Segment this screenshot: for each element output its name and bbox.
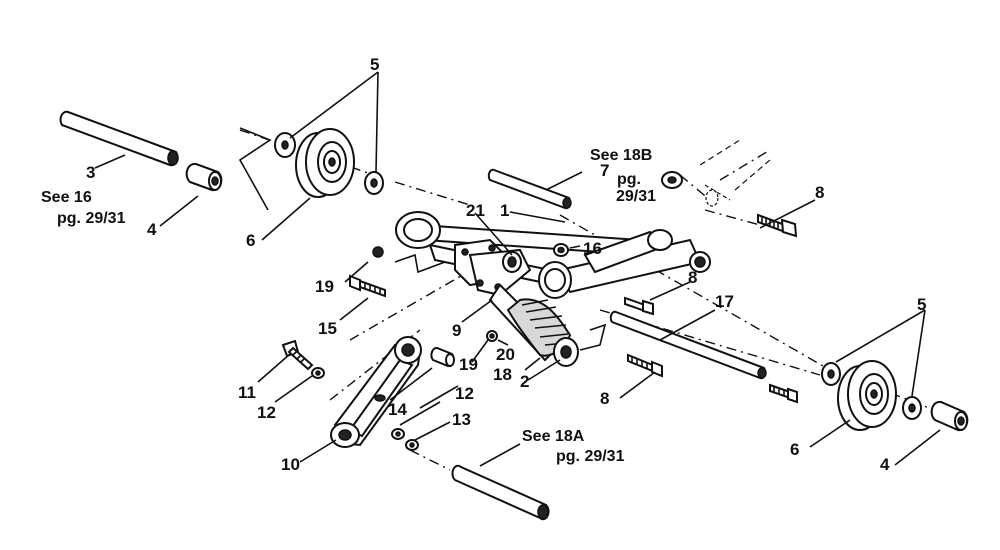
ref-18b-line1: See 18B — [590, 147, 652, 164]
washer-part-5-a — [274, 132, 296, 158]
pivot-part-21 — [502, 251, 522, 273]
wheel-part-6-left — [295, 128, 355, 198]
label-part-7: 7 — [600, 161, 609, 180]
ref-16-line2: pg. 29/31 — [57, 210, 126, 227]
label-part-5-right: 5 — [917, 295, 926, 314]
nut-part-16 — [553, 243, 569, 257]
bracket-lines-right — [579, 323, 607, 351]
bolt-part-11 — [281, 339, 314, 371]
label-part-4-right: 4 — [880, 455, 890, 474]
label-part-18: 18 — [493, 365, 512, 384]
ref-18a-line2: pg. 29/31 — [556, 448, 625, 465]
nut-part-19-top — [372, 246, 384, 258]
washer-part-5-d — [902, 396, 922, 420]
bracket-lines-left — [238, 127, 272, 211]
washer-part-12-left — [311, 367, 325, 379]
tube-part-3 — [59, 110, 179, 167]
label-part-13: 13 — [452, 410, 471, 429]
nut-upper — [661, 171, 683, 189]
shock-spring-part-18 — [488, 283, 579, 367]
label-part-19-top: 19 — [315, 277, 334, 296]
label-part-12-mid: 12 — [455, 384, 474, 403]
label-part-20: 20 — [496, 345, 515, 364]
label-part-19-mid: 19 — [459, 355, 478, 374]
label-part-8-mid: 8 — [688, 268, 697, 287]
nut-part-13 — [405, 439, 419, 451]
label-part-10: 10 — [281, 455, 300, 474]
label-part-8-low: 8 — [600, 389, 609, 408]
label-part-9: 9 — [452, 321, 461, 340]
ref-18a-line1: See 18A — [522, 428, 585, 445]
label-part-12-left: 12 — [257, 403, 276, 422]
bushing-part-4-left — [185, 162, 223, 192]
wheel-part-6-right — [837, 360, 897, 431]
shaft-part-17 — [609, 310, 767, 380]
washer-part-12-mid — [391, 428, 405, 440]
label-part-2: 2 — [520, 372, 529, 391]
label-part-15: 15 — [318, 319, 337, 338]
bolt-part-8-mid — [624, 296, 654, 316]
label-part-16: 16 — [583, 239, 602, 258]
swing-arm-part-1 — [395, 211, 711, 299]
label-part-4-left: 4 — [147, 220, 157, 239]
bushing-part-4-right — [930, 400, 969, 432]
bolt-right-small — [769, 383, 798, 404]
shaft-part-7 — [487, 168, 572, 210]
shaft-lower-18a — [451, 464, 550, 521]
ref-16-line1: See 16 — [41, 189, 92, 206]
label-part-3: 3 — [86, 163, 95, 182]
bushing-part-14 — [430, 347, 455, 367]
link-arm-part-10 — [330, 336, 422, 448]
nut-part-19-mid — [486, 330, 498, 342]
ref-18b-line3: 29/31 — [616, 188, 656, 205]
washer-part-5-b — [364, 171, 384, 195]
spacer-upper-dashed — [699, 139, 771, 207]
label-part-11: 11 — [238, 383, 256, 402]
label-part-1: 1 — [500, 201, 509, 220]
bracket-lines-mid — [394, 253, 446, 274]
bolt-part-8-low — [627, 353, 663, 378]
label-part-6-right: 6 — [790, 440, 799, 459]
label-part-14: 14 — [388, 400, 407, 419]
bolt-part-8-top — [757, 213, 798, 238]
label-part-8-top: 8 — [815, 183, 824, 202]
label-part-21: 21 — [466, 201, 485, 220]
bolt-part-15 — [349, 274, 386, 298]
ref-18b-line2: pg. — [617, 171, 641, 188]
label-part-6-left: 6 — [246, 231, 255, 250]
label-part-17: 17 — [715, 292, 734, 311]
washer-part-5-c — [821, 362, 841, 386]
label-part-5-top: 5 — [370, 55, 379, 74]
leader-lines — [94, 71, 941, 467]
